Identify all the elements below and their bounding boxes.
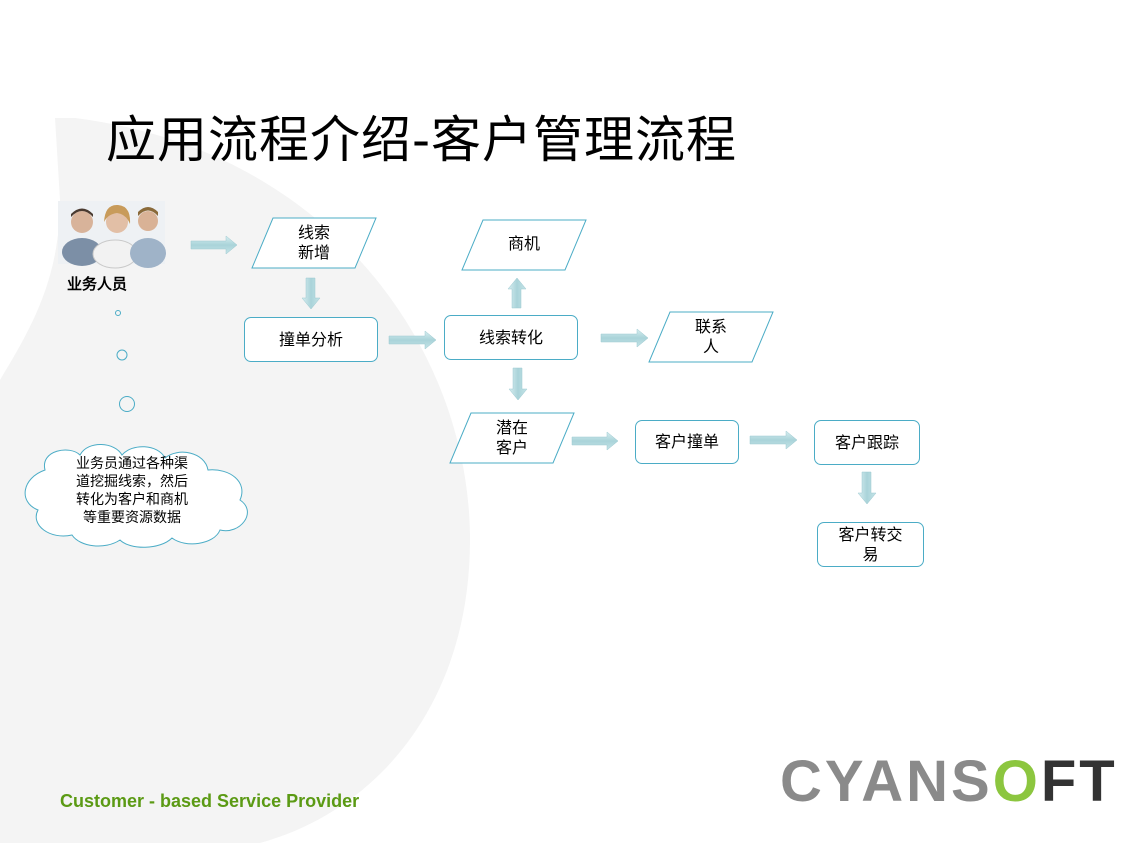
node-customer-deal [817,522,924,567]
node-lead-convert [444,315,578,360]
company-logo: CYANSOFT [780,748,1118,815]
arrow-dedup-to-tracking [749,430,798,450]
node-contact-shape [648,311,774,363]
arrow-convert-to-contact [600,328,649,348]
label-contact: 联系 人 [694,317,727,356]
label-opportunity: 商机 [507,234,540,253]
bubble-dot-1 [115,310,121,316]
note-text: 业务员通过各种渠 道挖掘线索，然后 转化为客户和商机 等重要资源数据 [76,456,188,526]
arrow-convert-to-opportunity [507,277,527,309]
node-customer-tracking [814,420,920,465]
label-lead-new: 线索 新增 [297,223,330,262]
actor-label: 业务人员 [67,275,128,293]
node-lead-new-shape [251,217,377,269]
logo-part-3: FT [1040,749,1118,814]
node-dedup-analysis [244,317,378,362]
label-dedup-analysis: 撞单分析 [278,329,343,349]
logo-part-2: O [992,749,1041,814]
bubble-dot-3 [119,396,135,412]
label-customer-deal: 客户转交 易 [838,524,903,564]
arrow-lead-to-dedup [301,277,321,310]
arrow-dedup-to-convert [388,330,437,350]
arrow-potential-to-dedup [571,431,619,451]
label-potential-customer: 潜在 客户 [495,418,528,457]
node-potential-customer-shape [449,412,575,464]
arrow-convert-to-potential [508,367,528,401]
label-lead-convert: 线索转化 [478,327,543,347]
node-customer-dedup [635,420,739,464]
label-customer-dedup: 客户撞单 [654,432,719,451]
label-customer-tracking: 客户跟踪 [834,432,899,452]
note-cloud [24,444,248,548]
people-photo [58,201,166,269]
arrow-people-to-lead [190,235,238,255]
page-title: 应用流程介绍-客户管理流程 [106,111,738,169]
node-opportunity-shape [461,219,587,271]
bubble-dot-2 [116,349,128,361]
footer-slogan: Customer - based Service Provider [60,791,360,811]
arrow-tracking-to-deal [857,471,877,505]
logo-part-1: CYANS [780,749,993,814]
